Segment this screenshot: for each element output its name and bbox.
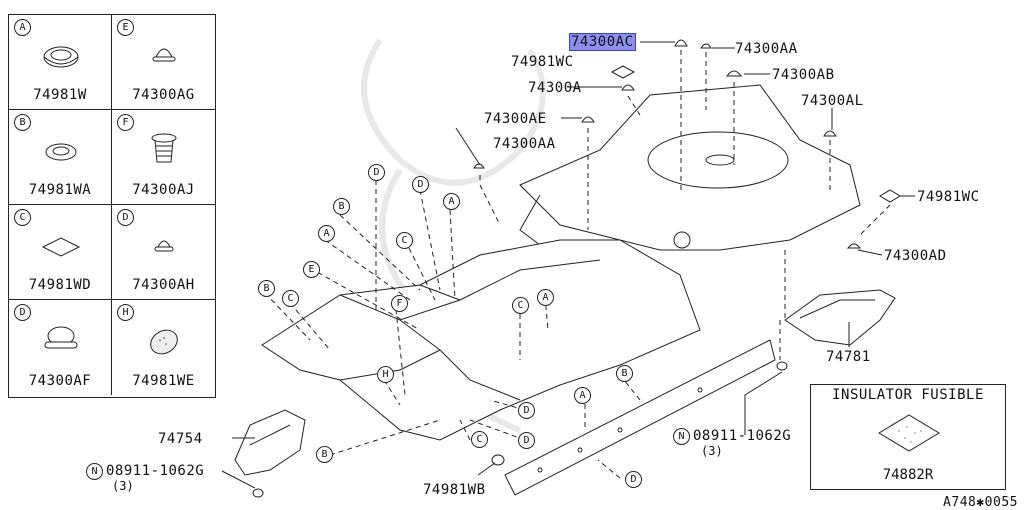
nut-icon <box>252 361 788 498</box>
callout-label: 74981WC <box>511 54 574 70</box>
legend-cell: F 74300AJ <box>112 110 215 205</box>
marker-letter: D <box>518 402 535 419</box>
callout-label: 74300AA <box>493 136 556 152</box>
assembly-dashed-lines <box>264 50 891 479</box>
callout-label: 74300AB <box>772 67 835 83</box>
callout-label: 74300AE <box>484 111 547 127</box>
callout-quantity: (3) <box>112 479 134 493</box>
legend-cell: A 74981W <box>9 15 112 110</box>
marker-letter: E <box>303 261 320 278</box>
legend-code: 74981WE <box>132 373 195 389</box>
legend-cell: E 74300AG <box>112 15 215 110</box>
side-sill-panel <box>504 339 776 496</box>
legend-cell: H 74981WE <box>112 300 215 395</box>
heat-insulator-front <box>234 409 306 476</box>
seal-diamond-icon <box>610 65 636 79</box>
marker-letter: D <box>368 164 385 181</box>
marker-letter: C <box>282 290 299 307</box>
leader-lines <box>221 41 915 489</box>
legend-letter: D <box>117 209 134 226</box>
callout-label: 74300AD <box>884 248 947 264</box>
marker-letter: D <box>412 176 429 193</box>
push-clip-icon <box>151 133 177 163</box>
legend-cell: D 74300AH <box>112 205 215 300</box>
legend-cell: C 74981WD <box>9 205 112 300</box>
callout-quantity: (3) <box>701 444 723 458</box>
nut-symbol-icon: N <box>673 428 690 445</box>
legend-code: 74300AG <box>132 87 195 103</box>
legend-letter: E <box>117 19 134 36</box>
plug-dome-icon <box>152 48 176 62</box>
callout-highlighted[interactable]: 74300AC <box>569 33 636 51</box>
marker-letter: F <box>391 295 408 312</box>
callout-label: 74754 <box>158 431 203 447</box>
marker-letter: D <box>518 432 535 449</box>
fusible-code: 74882R <box>882 467 934 483</box>
marker-letter: A <box>574 387 591 404</box>
legend-cell: B 74981WA <box>9 110 112 205</box>
marker-letter: A <box>443 193 460 210</box>
seal-disc-icon <box>150 329 178 355</box>
legend-letter: C <box>14 209 31 226</box>
marker-letter: B <box>333 198 350 215</box>
marker-letter: A <box>318 225 335 242</box>
legend-code: 74300AH <box>132 277 195 293</box>
callout-label: 74300AA <box>735 41 798 57</box>
seal-diamond-icon <box>41 237 81 257</box>
legend-code: 74981W <box>33 87 87 103</box>
figure-reference: A748✱0055 <box>943 495 1018 510</box>
legend-letter: D <box>14 304 31 321</box>
callout-label: 08911-1062G <box>106 463 205 479</box>
marker-letter: B <box>316 446 333 463</box>
marker-letter: H <box>377 366 394 383</box>
legend-letter: B <box>14 114 31 131</box>
front-floor-panel <box>261 239 701 441</box>
plug-small-icon <box>154 240 174 252</box>
callout-label: 74981WC <box>917 189 980 205</box>
marker-letter: A <box>537 289 554 306</box>
grommet-oval-icon <box>43 46 79 68</box>
marker-letter: D <box>625 471 642 488</box>
callout-label: 74781 <box>826 349 871 365</box>
legend-code: 74300AF <box>28 373 92 389</box>
plug-cap-icon <box>44 326 78 349</box>
fusible-title: INSULATOR FUSIBLE <box>832 387 984 403</box>
seal-diamond-icon <box>879 189 901 203</box>
legend-cell: D 74300AF <box>9 300 112 395</box>
legend-letter: F <box>117 114 134 131</box>
grommet-round-icon <box>45 143 77 161</box>
plug-dome-icon <box>473 39 862 249</box>
legend-code: 74981WD <box>28 277 92 293</box>
heat-insulator-rear <box>784 289 896 346</box>
marker-letter: B <box>616 365 633 382</box>
legend-letter: H <box>117 304 134 321</box>
parts-legend-table: A 74981W E 74300AG B 74981WA F 74300AJ C… <box>8 14 216 398</box>
marker-letter: B <box>258 280 275 297</box>
legend-code: 74300AJ <box>132 182 195 198</box>
callout-label: 74300A <box>528 80 582 96</box>
marker-letter: C <box>471 431 488 448</box>
legend-code: 74981WA <box>28 182 92 198</box>
legend-letter: A <box>14 19 31 36</box>
insulator-sheet-icon <box>878 414 940 452</box>
rear-floor-panel <box>519 84 861 261</box>
callout-label: 74981WB <box>423 482 486 498</box>
callout-label: 08911-1062G <box>693 428 792 444</box>
callout-label: 74300AL <box>801 93 864 109</box>
insulator-fusible-box: INSULATOR FUSIBLE 74882R <box>810 384 1006 490</box>
marker-letter: C <box>396 232 413 249</box>
nut-symbol-icon: N <box>86 463 103 480</box>
marker-letter: C <box>512 297 529 314</box>
